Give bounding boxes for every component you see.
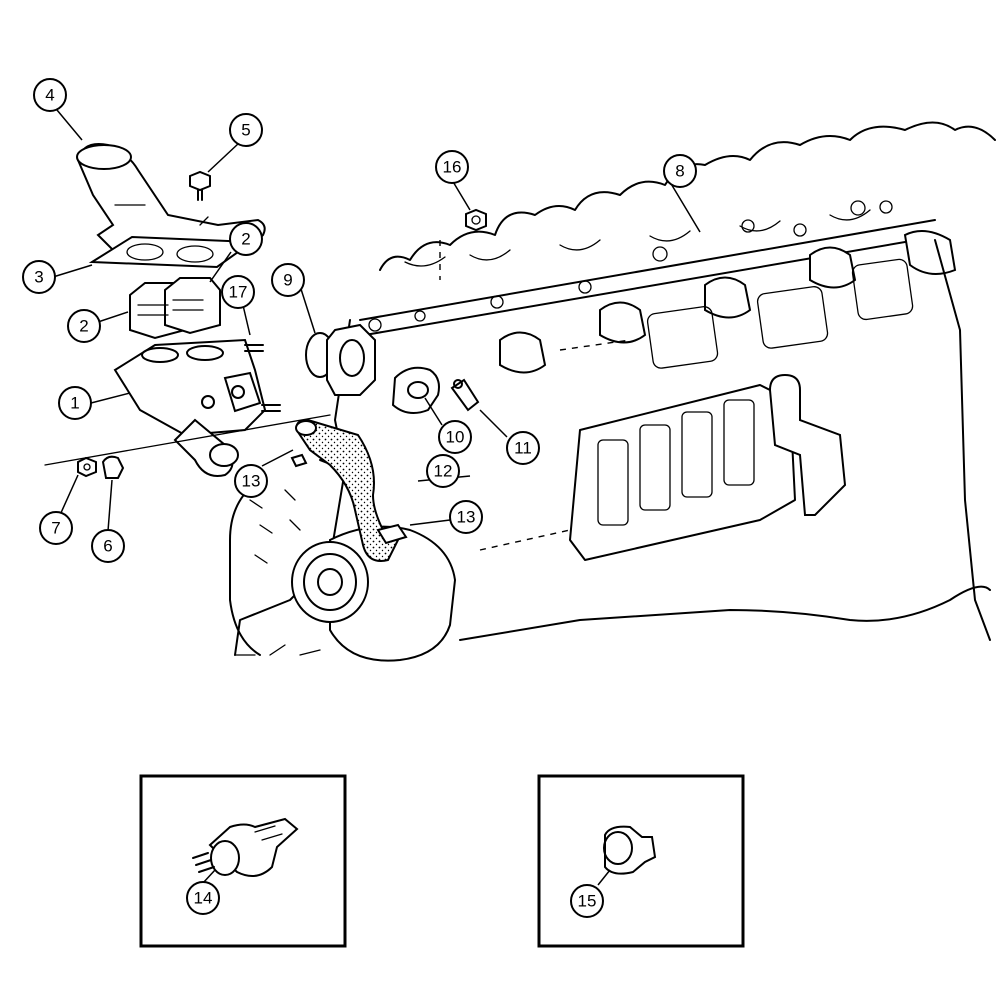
callout-10: 10	[438, 420, 472, 454]
svg-text:6: 6	[103, 537, 112, 556]
inset-14	[139, 774, 347, 948]
svg-text:8: 8	[675, 162, 684, 181]
nut-16	[465, 208, 487, 232]
temp-switch	[450, 378, 480, 412]
callout-8: 8	[663, 154, 697, 188]
svg-text:16: 16	[443, 158, 462, 177]
callout-11: 11	[506, 431, 540, 465]
callout-2-top: 2	[229, 222, 263, 256]
svg-text:9: 9	[283, 271, 292, 290]
callout-4: 4	[33, 78, 67, 112]
callout-16: 16	[435, 150, 469, 184]
coolant-hose	[290, 418, 408, 562]
svg-text:12: 12	[434, 462, 453, 481]
inset-15	[537, 774, 745, 948]
svg-text:7: 7	[51, 519, 60, 538]
svg-text:15: 15	[578, 892, 597, 911]
svg-text:4: 4	[45, 86, 54, 105]
callout-2-bottom: 2	[67, 309, 101, 343]
outlet-elbow	[76, 143, 266, 252]
engine-block	[229, 121, 996, 662]
svg-text:13: 13	[457, 508, 476, 527]
callout-3: 3	[22, 260, 56, 294]
callout-7: 7	[39, 511, 73, 545]
callout-17: 17	[221, 275, 255, 309]
svg-text:10: 10	[446, 428, 465, 447]
plug-6	[101, 455, 125, 479]
bolt-5	[189, 170, 211, 201]
callout-13-right: 13	[449, 500, 483, 534]
stud-17	[244, 344, 281, 412]
callout-13-left: 13	[234, 464, 268, 498]
callout-6: 6	[91, 529, 125, 563]
gasket-ring	[305, 323, 376, 396]
callout-12: 12	[426, 454, 460, 488]
svg-text:2: 2	[79, 317, 88, 336]
reference-line	[44, 414, 331, 466]
thermostat-housing	[113, 338, 267, 477]
thermostats	[129, 277, 221, 340]
svg-text:11: 11	[514, 439, 532, 458]
callouts: 4 5 16 8 2 3 9 17 2 1 10 11 12 13 13 7 6…	[22, 78, 697, 918]
svg-text:2: 2	[241, 230, 250, 249]
nut-7	[77, 456, 97, 478]
callout-9: 9	[271, 263, 305, 297]
callout-15: 15	[570, 884, 604, 918]
callout-14: 14	[186, 881, 220, 915]
svg-text:1: 1	[70, 394, 79, 413]
svg-text:5: 5	[241, 121, 250, 140]
svg-text:13: 13	[242, 472, 261, 491]
svg-text:17: 17	[229, 283, 248, 302]
callout-5: 5	[229, 113, 263, 147]
svg-text:14: 14	[194, 889, 213, 908]
callout-1: 1	[58, 386, 92, 420]
outlet-fitting	[391, 366, 440, 415]
svg-text:3: 3	[34, 268, 43, 287]
